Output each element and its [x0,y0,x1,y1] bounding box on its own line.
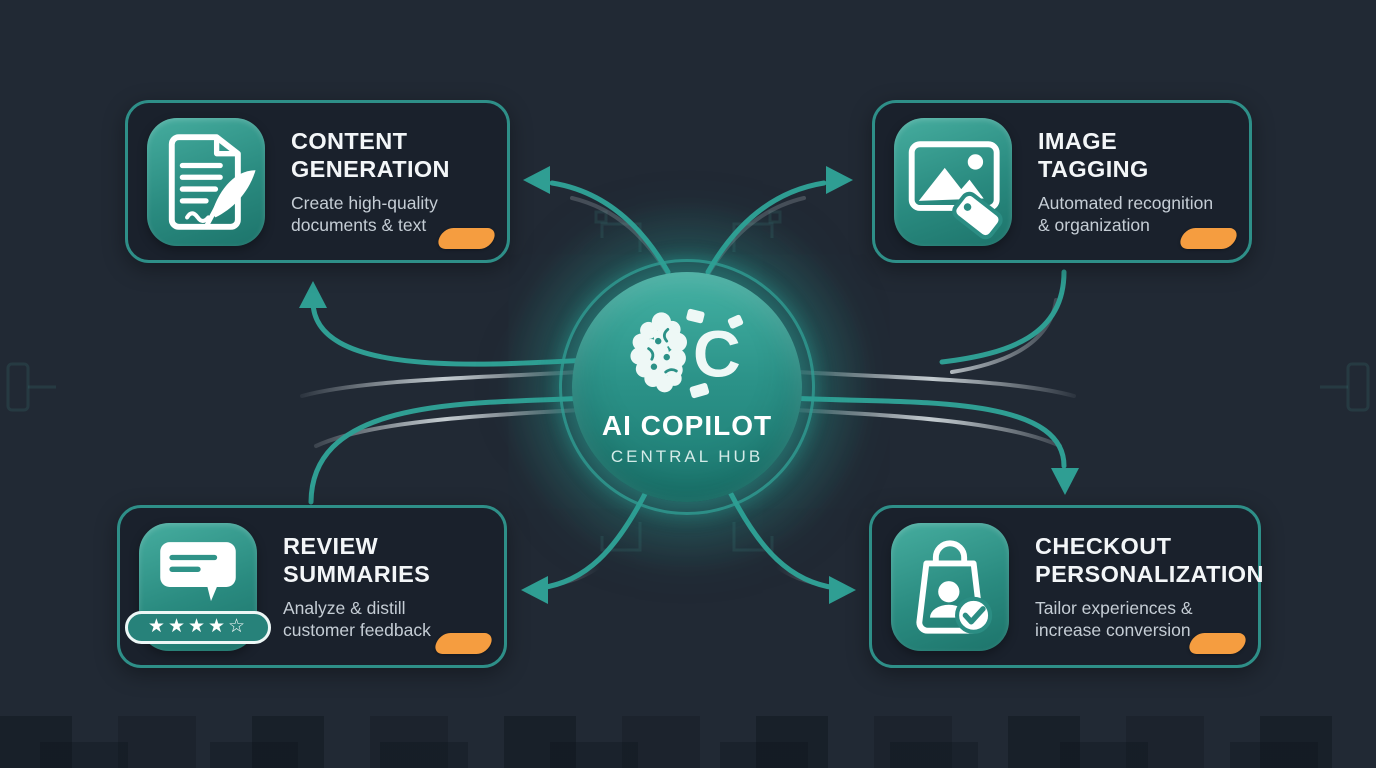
ai-copilot-hub: C AI COPILOT CENTRAL HUB [559,259,815,515]
orange-accent-badge [1178,228,1239,249]
feature-card-content-generation: CONTENT GENERATION Create high-quality d… [125,100,510,263]
card-title: REVIEW SUMMARIES [283,533,431,587]
card-description: Tailor experiences & increase conversion [1035,598,1193,641]
arrowhead-to-checkout [829,576,856,604]
arrowhead-to-review-summaries [521,576,548,604]
card-description: Create high-quality documents & text [291,193,438,236]
arrowhead-to-content-generation [523,166,550,194]
document-quill-icon [147,117,265,246]
card-description: Automated recognition & organization [1038,193,1214,236]
card-title: CONTENT GENERATION [291,128,450,182]
orange-accent-badge [1187,633,1248,654]
feature-card-checkout-personalization: CHECKOUT PERSONALIZATION Tailor experien… [869,505,1264,668]
skyline-decoration [0,716,1376,768]
svg-text:C: C [693,317,741,391]
card-description: Analyze & distill customer feedback [283,598,431,641]
orange-accent-badge [436,228,497,249]
hub-subtitle: CENTRAL HUB [610,446,764,466]
orange-accent-badge [433,633,494,654]
feature-card-review-summaries: ★★★★☆ REVIEW SUMMARIES Analyze & distill… [117,505,507,668]
arrowhead-up-content-generation [299,281,327,308]
skyline-decoration-2 [0,742,1376,768]
chat-bubble-stars-icon: ★★★★☆ [125,522,271,651]
brain-gear-c-icon: C [630,308,744,398]
arrowhead-down-checkout [1051,468,1079,495]
hub-title: AI COPILOT [601,409,773,441]
card-title: CHECKOUT PERSONALIZATION [1035,533,1264,587]
shopping-bag-user-check-icon [891,522,1009,651]
star-rating: ★★★★☆ [147,615,249,637]
star-rating-pill: ★★★★☆ [125,610,271,644]
arrowhead-to-image-tagging [826,166,853,194]
image-tag-icon [894,117,1012,246]
feature-card-image-tagging: IMAGE TAGGING Automated recognition & or… [872,100,1252,263]
card-title: IMAGE TAGGING [1038,128,1149,182]
